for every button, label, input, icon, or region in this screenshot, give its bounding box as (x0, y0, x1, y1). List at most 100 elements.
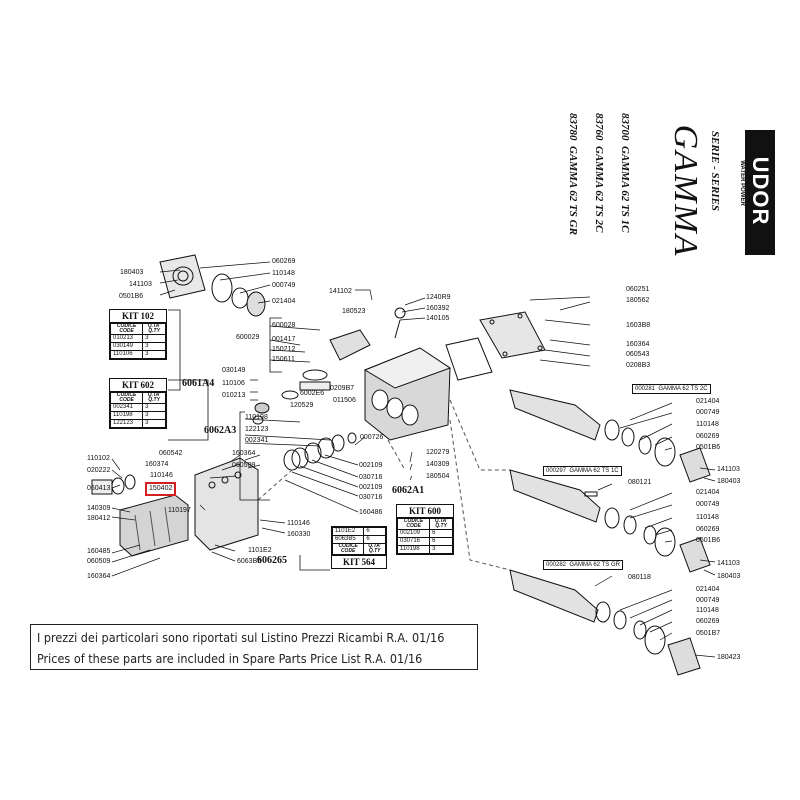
part-code-label: 140105 (426, 315, 450, 322)
kit-564-title: KIT 564 (332, 555, 386, 568)
part-code-label: 021404 (696, 586, 720, 593)
kit-602-code: 122123 (109, 419, 144, 428)
connecting-rod-part (281, 329, 371, 400)
highlighted-part-label[interactable]: 150402 (145, 482, 177, 496)
crankshaft-1 (509, 389, 711, 483)
part-code-label: 150212 (272, 346, 296, 353)
part-code-label: 180423 (717, 654, 741, 661)
part-code-label: 180523 (342, 308, 366, 315)
kit-564-col-qty: Q.TA'Q.TY (363, 543, 386, 555)
kit-600-title: KIT 600 (397, 505, 453, 518)
kit-602-qty: 3 (142, 419, 166, 428)
part-code-label: 020222 (87, 467, 111, 474)
part-code-label: 030716 (359, 474, 383, 481)
part-code-label: 0501B6 (696, 444, 721, 451)
shaft-2c-name: GAMMA 62 TS 2C (658, 386, 708, 392)
part-code-label: 030716 (359, 494, 383, 501)
kit-602-code: 110198 (109, 411, 144, 420)
kit-600-code: 002109 (396, 529, 431, 538)
part-code-label: 110197 (168, 507, 191, 514)
kit-564-qty: 6 (363, 527, 386, 536)
part-code-label: 180562 (626, 297, 650, 304)
part-code-label: 160330 (287, 531, 311, 538)
part-code-label: 6063B5 (237, 558, 262, 565)
part-code-label: 110102 (87, 455, 110, 462)
kit-102-col-qty: Q.TA'Q.TY (142, 323, 166, 335)
part-code-label: 180403 (717, 478, 741, 485)
part-code-label: 060269 (696, 433, 720, 440)
kit-602-col-qty-en: Q.TY (148, 397, 160, 403)
part-code-label: 1603B8 (626, 322, 651, 329)
kit-564-code: 1101E2 (331, 527, 365, 536)
kit-102-code: 010213 (109, 334, 144, 343)
part-code-label: 110148 (696, 514, 719, 521)
part-code-label: 122123 (245, 426, 269, 433)
shaft-bubble-1c: 000297 GAMMA 62 TS 1C (543, 466, 622, 476)
part-code-label: 060269 (696, 618, 720, 625)
part-code-label: 000749 (696, 501, 720, 508)
part-code-label: 141103 (717, 466, 740, 473)
group-braces (168, 309, 330, 571)
part-code-label: 002341 (245, 437, 269, 444)
kit-564-col-code-en: CODE (340, 548, 356, 554)
assembly-centerlines (257, 399, 511, 571)
part-code-label: 180403 (120, 269, 144, 276)
pump-body-part (363, 307, 452, 441)
shaft-gr-name: GAMMA 62 TS GR (569, 562, 620, 568)
part-code-label: 1101E2 (248, 547, 272, 554)
group-6061A4: 6061A4 (182, 378, 215, 389)
group-6062A1: 6062A1 (392, 485, 425, 496)
kit-564-col-qty-it: Q.TA' (368, 543, 382, 549)
kit-602-qty: 3 (142, 411, 166, 420)
shaft-2c-code: 000281 (635, 386, 656, 392)
part-code-label: 110148 (696, 421, 719, 428)
part-code-label: 160364 (626, 341, 650, 348)
piston-seals-part (252, 402, 357, 471)
price-note-en: Prices of these parts are included in Sp… (37, 651, 423, 666)
part-code-label: 110106 (222, 380, 245, 387)
part-code-label: 060543 (626, 351, 650, 358)
rear-cover-part (445, 311, 546, 381)
part-code-label: 080118 (628, 574, 651, 581)
kit-600-qty: 6 (429, 529, 453, 538)
part-code-label: 600028 (272, 322, 296, 329)
part-code-label: 141102 (329, 288, 352, 295)
part-code-label: 110146 (150, 472, 173, 479)
shaft-1c-code: 000297 (546, 468, 567, 474)
kit-102-title: KIT 102 (110, 310, 166, 323)
part-code-label: 080121 (628, 479, 652, 486)
part-code-label: 110146 (287, 520, 310, 527)
manifold-part (91, 474, 189, 557)
part-code-label: 160392 (426, 305, 450, 312)
top-cover-part (159, 254, 266, 317)
shaft-gr-code: 000282 (546, 562, 567, 568)
kit-600-code: 030716 (396, 537, 431, 546)
kit-600-qty: 6 (429, 537, 453, 546)
pump-head-part (194, 457, 259, 551)
part-code-label: 1240R9 (426, 294, 451, 301)
crankshaft-2 (509, 469, 711, 573)
kit-600-col-qty-it: Q.TA' (434, 518, 448, 524)
crankshaft-3 (509, 569, 701, 676)
part-code-label: 021404 (696, 489, 720, 496)
kit-600-col-qty: Q.TA'Q.TY (429, 518, 453, 530)
part-code-label: 010213 (222, 392, 246, 399)
part-code-label: 000749 (696, 597, 720, 604)
kit-602-title: KIT 602 (110, 379, 166, 392)
part-code-label: 180504 (426, 473, 450, 480)
kit-600-col-code-en: CODE (406, 523, 421, 529)
part-code-label: 030149 (222, 367, 246, 374)
part-code-label: 060251 (626, 286, 650, 293)
kit-600-qty: 3 (429, 545, 453, 554)
part-code-label: 140309 (87, 505, 111, 512)
part-code-label: 011506 (333, 397, 356, 404)
part-code-label: 110148 (272, 270, 295, 277)
